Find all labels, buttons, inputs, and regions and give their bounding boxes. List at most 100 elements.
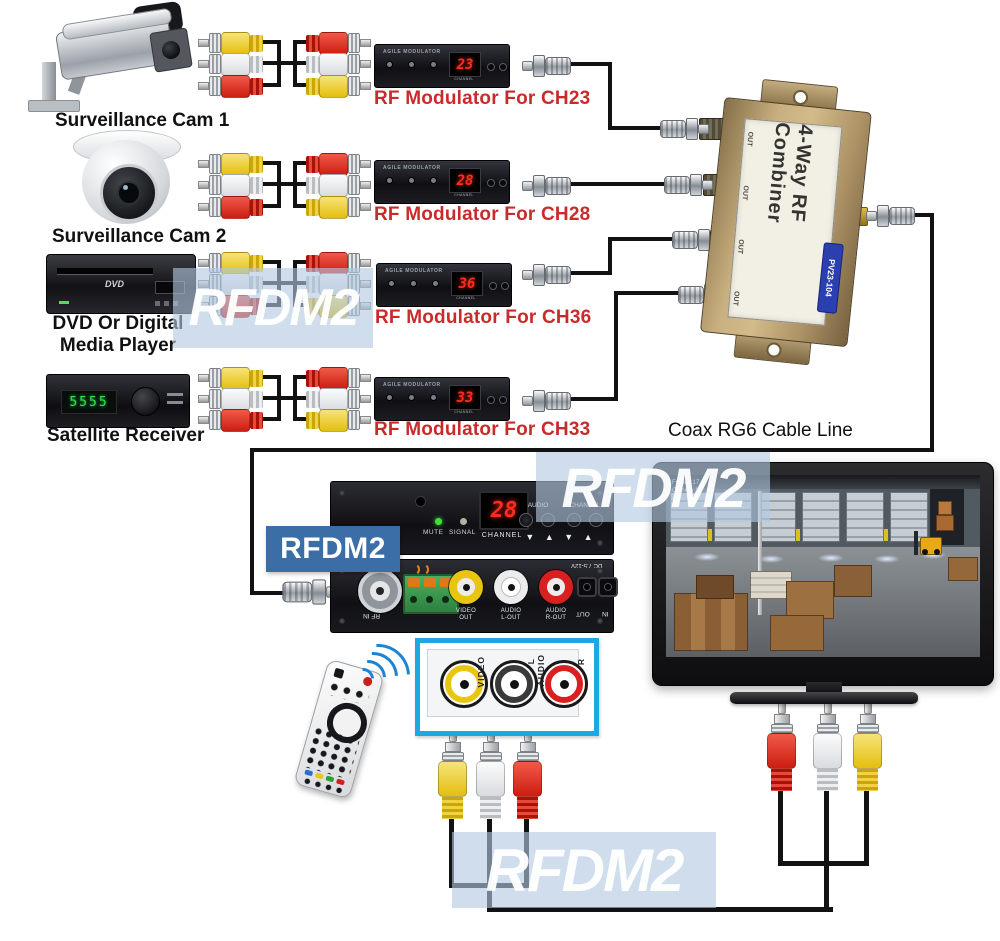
channel-up-button [499, 63, 507, 71]
rf-combiner: 4-Way RF Combiner OUT OUT OUT OUT PV23-1… [696, 75, 874, 367]
rca-plug-yellow [198, 366, 263, 390]
combiner-out-label-1: OUT [745, 131, 754, 147]
dc-in-jack [598, 577, 618, 597]
wrapped-pallet [750, 571, 792, 599]
warehouse-wall [666, 489, 980, 547]
coax-connector [522, 55, 571, 77]
dc-rating-label: DC 7.5-12V [571, 562, 603, 568]
dc-out-label: OUT [576, 610, 590, 617]
watermark: RFDM2 [452, 832, 716, 908]
tv-video-label: VIDEO [476, 656, 486, 688]
source-label-satellite: Satellite Receiver [47, 425, 205, 446]
rca-plug-red [198, 195, 263, 219]
rca-plug-red [306, 152, 371, 176]
tv-av-input-panel: VIDEO L AUDIO R [415, 638, 599, 736]
combiner-model: PV23-104 [823, 258, 838, 298]
tv-screen: Fri Aug 17 Camera 17 [666, 475, 980, 657]
rca-plug-white [198, 52, 263, 76]
coax-connector [866, 205, 915, 227]
coax-rg6-label: Coax RG6 Cable Line [668, 420, 853, 441]
channel-down-button [487, 179, 495, 187]
modulator-label-3: RF Modulator For CH36 [375, 307, 592, 328]
arrow-buttons-row: ▼ ▲ ▼ ▲ [525, 532, 597, 542]
satellite-knob [131, 387, 160, 416]
watermark: RFDM2 [173, 268, 373, 348]
channel-display: 23 [449, 52, 481, 77]
coax-connector [664, 174, 713, 196]
yellow-button [314, 772, 324, 780]
rf-modulator-4: AGILE MODULATOR 33 CHANNEL [374, 377, 510, 421]
modulator-brand: AGILE MODULATOR [385, 268, 443, 274]
rf-modulator-3: AGILE MODULATOR 36 CHANNEL [376, 263, 512, 307]
arc-mark-icon [416, 563, 429, 576]
modulator-label-4: RF Modulator For CH33 [374, 419, 591, 440]
camera-mount-pole [42, 62, 56, 104]
tv-audio-r-in-jack [540, 660, 588, 708]
combiner-out-label-3: OUT [735, 238, 745, 255]
rca-plug-yellow [198, 152, 263, 176]
camera-mount-base [28, 100, 80, 112]
front-hole [415, 496, 426, 507]
dome-lens-glint [123, 185, 128, 190]
satellite-detail [167, 393, 183, 396]
combiner-out-label-2: OUT [740, 185, 749, 201]
power-button [333, 667, 345, 679]
dome-lens [117, 181, 141, 205]
rca-plug-red [306, 31, 371, 55]
rca-plug-white [198, 387, 263, 411]
rca-plug-white [306, 173, 371, 197]
video-out-label: VIDEO OUT [455, 608, 477, 621]
rca-plug-red [513, 730, 542, 819]
support-pole [758, 491, 762, 615]
box-stack [674, 593, 748, 651]
rca-plug-yellow [438, 730, 467, 819]
dvd-power-led [59, 301, 69, 304]
channel-down-button [489, 282, 497, 290]
audio-r-out-jack [539, 570, 573, 604]
rca-plug-white [476, 730, 505, 819]
satellite-display: 5555 [61, 390, 117, 414]
modulator-label-1: RF Modulator For CH23 [374, 88, 591, 109]
camera-lens [160, 39, 182, 61]
mount-hole [765, 341, 783, 359]
channel-caption: CHANNEL [454, 193, 474, 197]
dvd-logo: DVD [105, 279, 125, 289]
watermark: RFDM2 [536, 452, 770, 522]
tv-audio-label: AUDIO [536, 654, 546, 687]
audio-l-out-label: AUDIO L-OUT [500, 608, 522, 621]
channel-down-button [487, 63, 495, 71]
rca-plug-yellow [306, 408, 371, 432]
dc-in-label: IN [602, 610, 609, 617]
channel-up-button [499, 396, 507, 404]
combiner-title: 4-Way RF Combiner [762, 121, 817, 225]
demodulator-name-badge: RFDM2 [266, 526, 400, 572]
dome-camera-image [73, 126, 185, 228]
rca-plug-red [767, 702, 796, 791]
source-label-cam2: Surveillance Cam 2 [52, 226, 227, 247]
audio-l-out-jack [494, 570, 528, 604]
channel-display: 36 [451, 271, 483, 296]
red-button [335, 778, 345, 786]
rf-modulator-1: AGILE MODULATOR 23 CHANNEL [374, 44, 510, 88]
rca-plug-red [198, 74, 263, 98]
rca-plug-red [198, 408, 263, 432]
channel-caption: CHANNEL [481, 532, 523, 539]
coax-connector [660, 118, 709, 140]
video-out-jack [449, 570, 483, 604]
satellite-detail2 [167, 401, 183, 404]
dvd-player-image: DVD [46, 254, 196, 314]
rf-in-connector [358, 569, 402, 613]
rca-plug-white [306, 52, 371, 76]
satellite-receiver-image: 5555 [46, 374, 190, 428]
open-dock-door [930, 489, 964, 545]
rf-modulator-2: AGILE MODULATOR 28 CHANNEL [374, 160, 510, 204]
coax-connector [522, 264, 571, 286]
rca-plug-white [306, 387, 371, 411]
tv-stand-base [730, 692, 918, 704]
dc-out-jack [577, 577, 597, 597]
rca-plug-yellow [853, 702, 882, 791]
channel-up-button [501, 282, 509, 290]
channel-down-button [487, 396, 495, 404]
rca-plug-yellow [306, 195, 371, 219]
